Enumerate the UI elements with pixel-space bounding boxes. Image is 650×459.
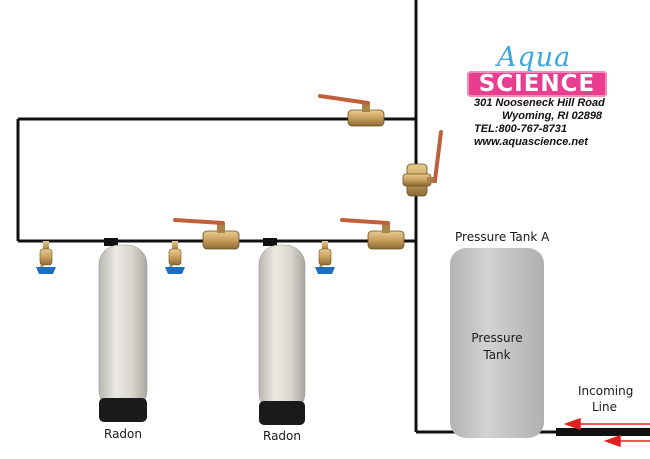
logo-aqua-text: Aqua [497, 42, 572, 73]
pressure-tank-label-line-1: Pressure [471, 331, 523, 345]
valve-outlet[interactable] [340, 218, 405, 250]
radon-filter-tank-1 [98, 238, 148, 422]
valve-inlet[interactable] [173, 218, 240, 250]
flow-arrows [563, 417, 650, 448]
pressure-tank-label-line-2: Tank [483, 348, 511, 362]
radon-tank-1-label: Radon [104, 427, 142, 441]
website-link[interactable]: www.aquascience.net [474, 136, 588, 148]
pressure-tank [450, 248, 544, 438]
incoming-line-label-1: Incoming [578, 384, 634, 398]
logo-science-text: SCIENCE [467, 71, 607, 97]
address-line-2: Wyoming, RI 02898 [502, 110, 603, 122]
flow-arrow-upper-head [563, 417, 581, 431]
faucet-3[interactable] [315, 241, 335, 275]
pressure-tank-title: Pressure Tank A [455, 230, 550, 244]
faucet-2[interactable] [165, 241, 185, 275]
radon-tank-2-label: Radon [263, 429, 301, 443]
valve-top[interactable] [318, 94, 385, 127]
address-line-1: 301 Nooseneck Hill Road [474, 97, 605, 109]
incoming-line-pipe [556, 428, 650, 436]
phone-number: TEL:800-767-8731 [474, 123, 567, 135]
flow-arrow-lower-head [603, 434, 621, 448]
radon-filter-tank-2 [258, 238, 306, 425]
faucet-1[interactable] [36, 241, 56, 275]
valve-bypass-vertical[interactable] [402, 130, 443, 197]
incoming-line-label-2: Line [592, 400, 618, 414]
